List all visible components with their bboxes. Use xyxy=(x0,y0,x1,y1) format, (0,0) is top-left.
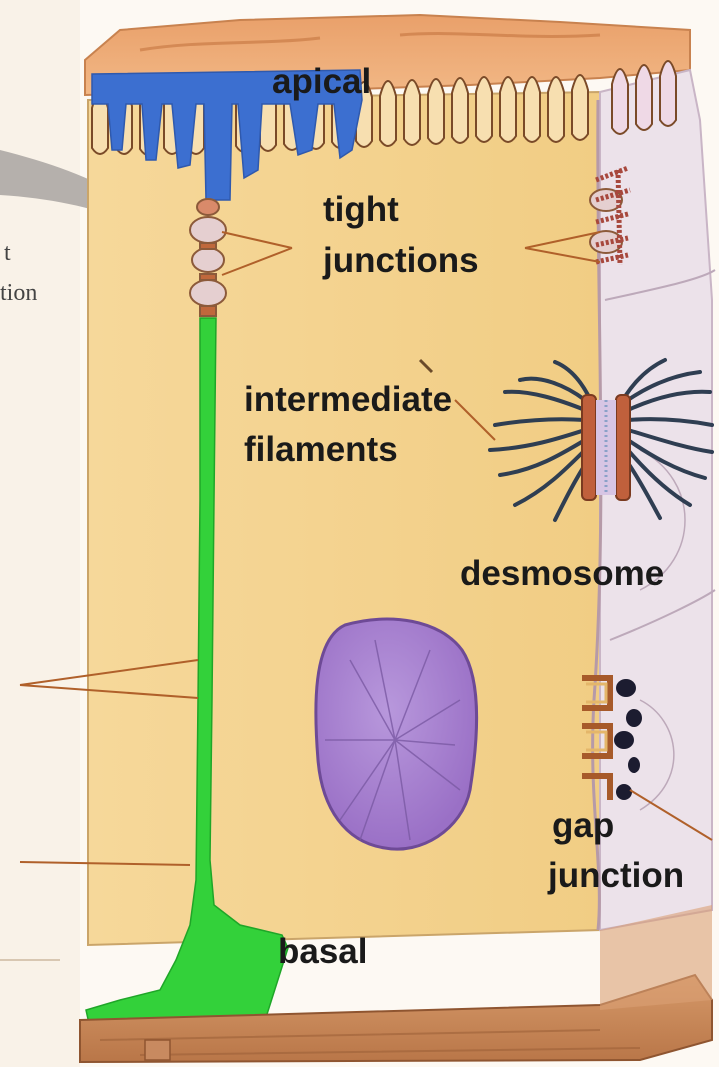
label-apical: apical xyxy=(272,64,371,99)
label-intermediate-filaments-line1: intermediate xyxy=(244,382,452,417)
label-basal: basal xyxy=(278,934,368,969)
cropped-text-fragment-1: t xyxy=(4,241,11,265)
label-gap-junction-line1: gap xyxy=(552,808,614,843)
label-desmosome: desmosome xyxy=(460,556,664,591)
label-tight-junctions-line1: tight xyxy=(323,192,399,227)
label-gap-junction-line2: junction xyxy=(548,858,684,893)
cropped-text-fragment-2: tion xyxy=(0,281,37,305)
label-intermediate-filaments-line2: filaments xyxy=(244,432,398,467)
nucleus xyxy=(316,619,477,849)
label-tight-junctions-line2: junctions xyxy=(323,243,479,278)
